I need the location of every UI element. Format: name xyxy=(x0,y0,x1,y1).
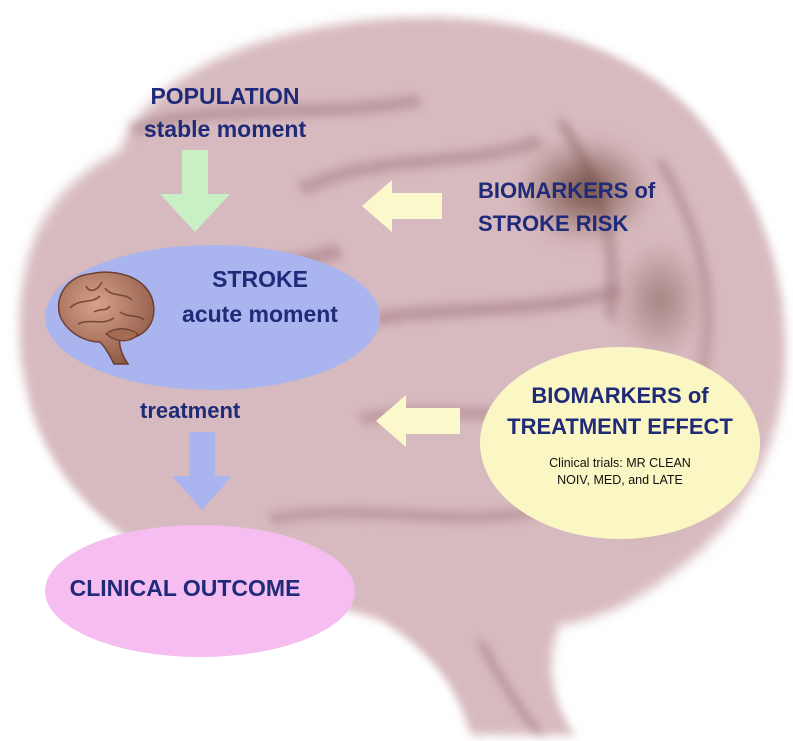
blue-down-arrow xyxy=(172,432,232,510)
biomarkers-treatment-line2: TREATMENT EFFECT xyxy=(507,414,733,439)
treatment-label: treatment xyxy=(140,398,241,423)
population-label: POPULATION stable moment xyxy=(100,80,350,146)
biomarkers-treatment-line1: BIOMARKERS of xyxy=(531,383,709,408)
stroke-subtitle: acute moment xyxy=(182,301,338,327)
stroke-label: STROKE acute moment xyxy=(160,262,360,332)
green-down-arrow xyxy=(160,150,230,232)
clinical-trials-note: Clinical trials: MR CLEAN NOIV, MED, and… xyxy=(480,455,760,489)
clinical-trials-line1: Clinical trials: MR CLEAN xyxy=(549,456,691,470)
biomarkers-risk-label: BIOMARKERS of STROKE RISK xyxy=(478,174,655,240)
population-title: POPULATION xyxy=(150,83,300,109)
biomarkers-risk-line1: BIOMARKERS of xyxy=(478,178,656,203)
stroke-title: STROKE xyxy=(212,266,308,292)
outcome-label: CLINICAL OUTCOME xyxy=(69,575,301,601)
treatment-effect-ellipse xyxy=(480,347,760,539)
clinical-trials-line2: NOIV, MED, and LATE xyxy=(557,473,683,487)
yellow-left-arrow-risk xyxy=(362,180,442,232)
outcome-ellipse xyxy=(45,525,355,657)
biomarkers-treatment-label: BIOMARKERS of TREATMENT EFFECT xyxy=(480,380,760,442)
brain-icon xyxy=(57,271,155,365)
population-subtitle: stable moment xyxy=(143,116,307,142)
yellow-left-arrow-treatment xyxy=(376,395,460,447)
biomarkers-risk-line2: STROKE RISK xyxy=(478,211,629,236)
